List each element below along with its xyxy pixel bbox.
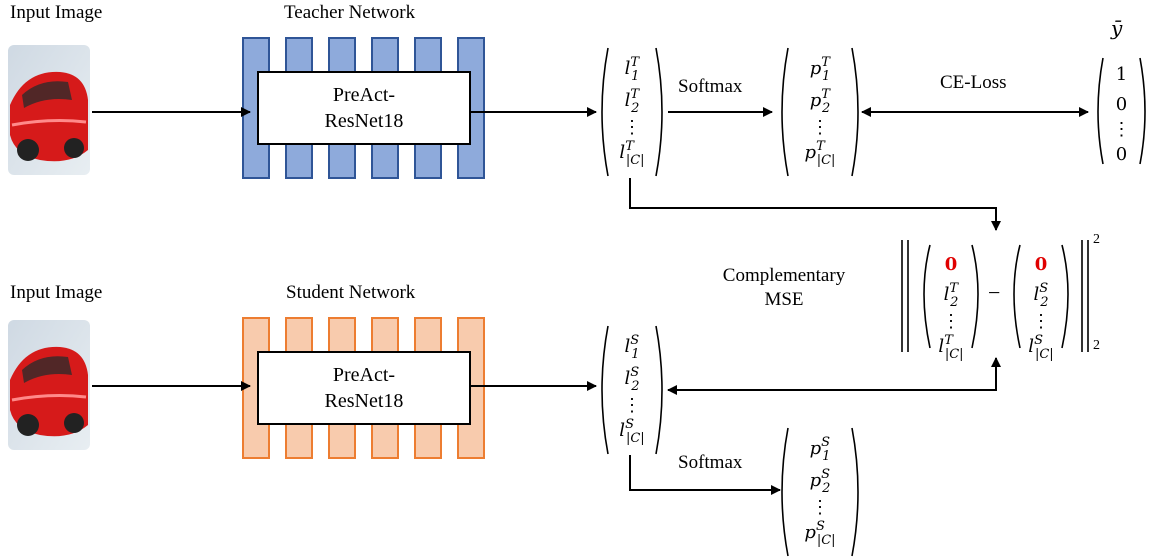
vector-entry: lT|C| (619, 139, 645, 168)
teacher-input-image (8, 45, 90, 175)
teacher-backbone-label: PreAct- ResNet18 (258, 82, 470, 134)
cmse-line2: MSE (764, 289, 804, 310)
teacher-probs-vector: pT1 pT2⋮pT|C| (788, 54, 852, 170)
vector-entry: pT|C| (804, 139, 836, 168)
student-backbone-label: PreAct- ResNet18 (258, 362, 470, 414)
teacher-backbone-line1: PreAct- (332, 84, 396, 106)
vector-entry: ⋮ (1032, 311, 1050, 332)
vector-entry: lS2 (624, 365, 640, 394)
teacher-network-block (242, 37, 485, 179)
vector-entry: ⋮ (623, 395, 641, 416)
cmse-label: Complementary MSE (706, 264, 862, 312)
vector-entry: lS|C| (619, 417, 645, 446)
student-backbone-line2: ResNet18 (324, 390, 404, 412)
softmax-teacher-label: Softmax (678, 76, 743, 97)
arrow-student-softmax (629, 455, 781, 495)
vector-entry: lT1 (624, 55, 640, 84)
softmax-student-label: Softmax (678, 452, 743, 473)
student-logits-vector: lS1 lS2⋮lS|C| (608, 332, 656, 448)
vector-entry: lS1 (624, 333, 640, 362)
vector-entry: pT2 (809, 87, 831, 116)
vector-entry: pT1 (809, 55, 831, 84)
vector-brackets (601, 47, 1146, 557)
target-label: ȳ (1111, 16, 1123, 40)
student-network-label: Student Network (286, 282, 416, 303)
vector-entry: 0 (1034, 254, 1048, 275)
vector-entry: lS2 (1033, 281, 1049, 310)
masked-teacher-vector: 0 lT2⋮lT|C| (930, 250, 972, 364)
vector-entry: pS1 (809, 435, 831, 464)
vector-entry: ⋮ (1112, 119, 1131, 140)
masked-student-vector: 0 lS2⋮lS|C| (1020, 250, 1062, 364)
vector-entry: 1 (1115, 64, 1128, 85)
cmse-line1: Complementary (722, 265, 846, 286)
target-vector: 1 0 ⋮ 0 (1103, 60, 1140, 170)
minus-sign: − (988, 280, 1001, 305)
norm-exponent: 2 (1093, 232, 1100, 247)
vector-entry: lT2 (943, 281, 959, 310)
vector-entry: lT2 (624, 87, 640, 116)
student-probs-vector: pS1 pS2⋮pS|C| (788, 434, 852, 550)
student-input-image (8, 320, 90, 450)
vector-entry: 0 (944, 254, 958, 275)
vector-entry: ⋮ (811, 117, 829, 138)
ce-loss-label: CE-Loss (940, 72, 1007, 93)
student-input-label: Input Image (10, 282, 103, 303)
teacher-network-label: Teacher Network (284, 2, 416, 23)
vector-entry: ⋮ (942, 311, 960, 332)
arrow-cmse-student-logits (667, 357, 1001, 395)
vector-entry: pS2 (809, 467, 831, 496)
vector-entry: ⋮ (623, 117, 641, 138)
teacher-logits-vector: lT1 lT2⋮lT|C| (608, 54, 656, 170)
norm-subscript: 2 (1093, 338, 1100, 353)
vector-entry: 0 (1115, 144, 1128, 165)
teacher-input-label: Input Image (10, 2, 103, 23)
student-network-block (242, 317, 485, 459)
vector-entry: ⋮ (811, 497, 829, 518)
vector-entry: lS|C| (1028, 333, 1054, 362)
student-backbone-line1: PreAct- (332, 364, 396, 386)
arrow-teacher-logits-to-cmse (629, 178, 1001, 231)
vector-entry: lT|C| (938, 333, 964, 362)
teacher-backbone-line2: ResNet18 (324, 110, 404, 132)
vector-entry: pS|C| (804, 519, 836, 548)
vector-entry: 0 (1115, 94, 1128, 115)
norm-bars (901, 240, 1089, 352)
